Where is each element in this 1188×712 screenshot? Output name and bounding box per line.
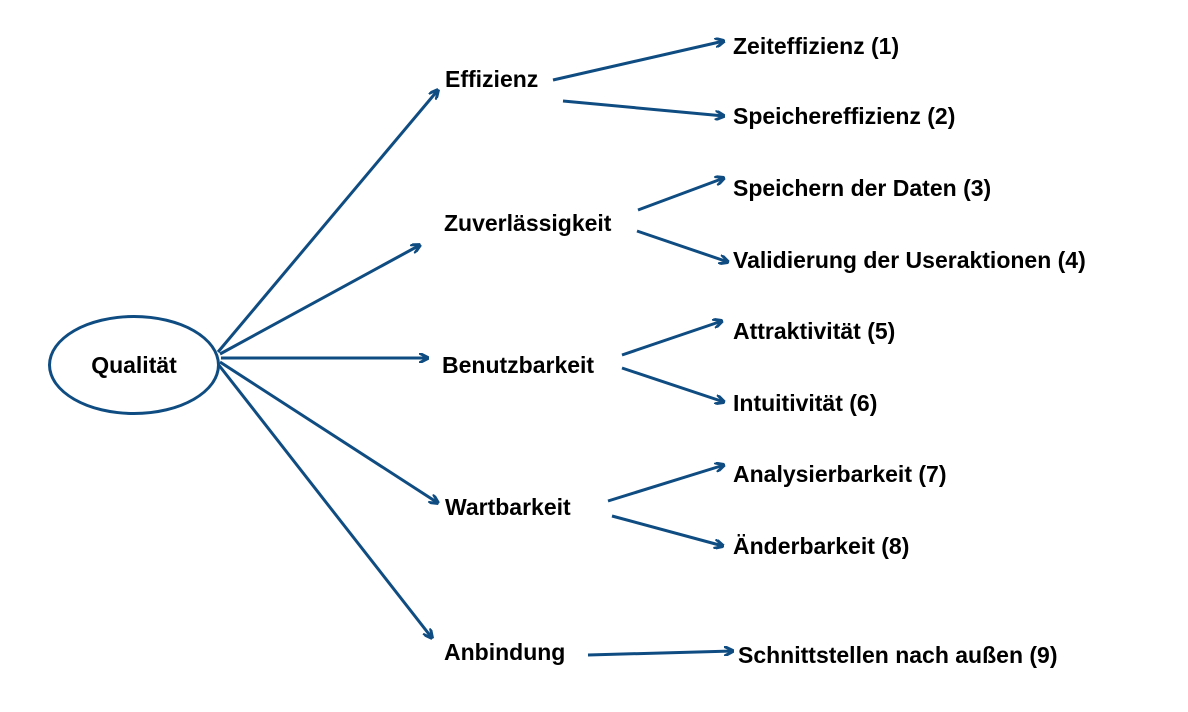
arrow-root-to-anbindung	[216, 363, 432, 638]
arrow-effizienz-to-speichereffizienz	[562, 99, 724, 116]
leaf-speichern-der-daten: Speichern der Daten (3)	[733, 175, 992, 201]
arrow-root-to-effizienz	[216, 90, 438, 353]
leaf-schnittstellen-nach-aussen: Schnittstellen nach außen (9)	[738, 642, 1058, 668]
leaf-validierung-der-useraktionen: Validierung der Useraktionen (4)	[733, 247, 1086, 273]
leaf-speichereffizienz: Speichereffizienz (2)	[733, 103, 956, 129]
arrow-zuverlaessigkeit-to-speichern-daten	[637, 178, 724, 212]
arrow-zuverlaessigkeit-to-validierung	[636, 229, 728, 262]
leaf-intuitivitaet: Intuitivität (6)	[733, 390, 878, 416]
arrow-anbindung-to-schnittstellen	[587, 651, 733, 657]
root-node-ellipse	[48, 315, 220, 415]
leaf-aenderbarkeit: Änderbarkeit (8)	[733, 533, 910, 559]
arrow-benutzbarkeit-to-attraktivitaet	[621, 321, 722, 357]
category-benutzbarkeit: Benutzbarkeit	[442, 352, 595, 378]
category-zuverlaessigkeit: Zuverlässigkeit	[444, 210, 612, 236]
leaf-analysierbarkeit: Analysierbarkeit (7)	[733, 461, 947, 487]
arrow-benutzbarkeit-to-intuitivitaet	[621, 366, 724, 402]
category-wartbarkeit: Wartbarkeit	[445, 494, 571, 520]
arrow-root-to-zuverlaessigkeit	[219, 245, 420, 356]
arrow-effizienz-to-zeiteffizienz	[552, 41, 724, 82]
leaf-attraktivitaet: Attraktivität (5)	[733, 318, 896, 344]
arrow-wartbarkeit-to-aenderbarkeit	[611, 514, 723, 546]
arrow-root-to-wartbarkeit	[219, 360, 438, 503]
leaf-zeiteffizienz: Zeiteffizienz (1)	[733, 33, 900, 59]
arrow-wartbarkeit-to-analysierbarkeit	[607, 465, 724, 503]
root-node-label: Qualität	[91, 352, 177, 378]
category-anbindung: Anbindung	[444, 639, 566, 665]
category-effizienz: Effizienz	[445, 66, 539, 92]
